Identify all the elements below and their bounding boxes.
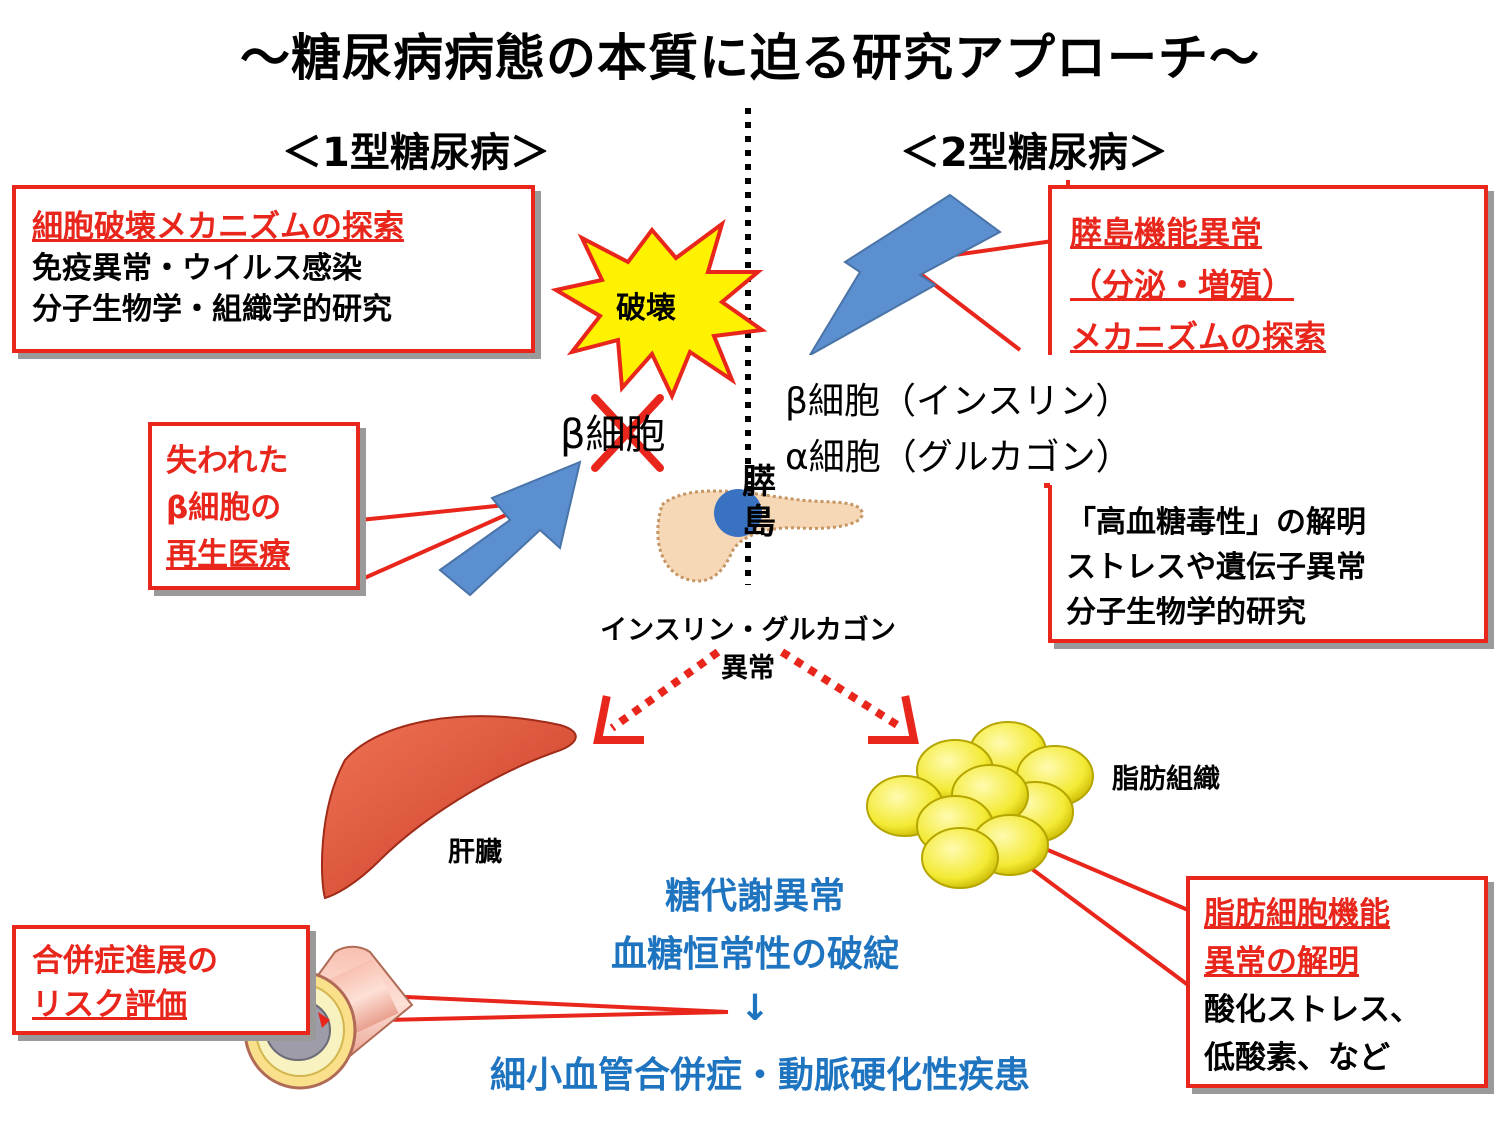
glucotoxicity-line-3: 分子生物学的研究 <box>1066 595 1306 630</box>
type1-heading: ＜1型糖尿病＞ <box>282 130 550 176</box>
arrowhead-right <box>868 695 919 744</box>
destruction-line-1: 免疫異常・ウイルス感染 <box>32 251 362 286</box>
islet-label: 膵島 <box>742 462 776 542</box>
regeneration-line-3: 再生医療 <box>166 537 290 573</box>
metabolism-line-1: 糖代謝異常 <box>664 876 845 917</box>
destruction-title: 細胞破壊メカニズムの探索 <box>32 209 404 245</box>
hormone-abnormality: インスリン・グルカゴン 異常 <box>548 612 948 688</box>
regeneration-box: 失われた β細胞の 再生医療 <box>148 422 360 590</box>
burst-label: 破壊 <box>616 291 676 326</box>
adipocyte-line-2: 異常の解明 <box>1204 944 1359 980</box>
islet-circle <box>714 489 762 537</box>
adipocyte-line-3: 酸化ストレス、 <box>1204 992 1421 1028</box>
lightning-bolt-icon <box>807 193 1002 358</box>
glucotoxicity-line-1: 「高血糖毒性」の解明 <box>1066 505 1366 540</box>
cross-mark-icon <box>591 394 664 472</box>
complication-line-1: 合併症進展の <box>32 943 218 979</box>
hormone-line-2: 異常 <box>721 653 775 684</box>
destruction-line-2: 分子生物学・組織学的研究 <box>32 292 392 327</box>
hormone-line-1: インスリン・グルカゴン <box>600 615 896 646</box>
regeneration-line-2: β細胞の <box>166 490 282 526</box>
pancreas-icon <box>656 489 864 583</box>
adipocyte-box: 脂肪細胞機能 異常の解明 酸化ストレス、 低酸素、など <box>1186 876 1488 1088</box>
adipocyte-line-4: 低酸素、など <box>1204 1040 1390 1076</box>
beta-cell-label: β細胞（インスリン） <box>785 381 1132 422</box>
islet-function-box: 膵島機能異常 （分泌・増殖） メカニズムの探索 <box>1048 185 1488 643</box>
adipose-label: 脂肪組織 <box>1112 764 1220 795</box>
arrowhead-left <box>593 695 644 744</box>
box-notch <box>1044 483 1050 488</box>
dotted-arrows <box>609 648 905 732</box>
metabolism-line-3: 細小血管合併症・動脈硬化性疾患 <box>489 1055 1030 1096</box>
burst-shape <box>550 218 768 401</box>
islet-function-line-3: メカニズムの探索 <box>1070 318 1327 356</box>
beta-cell-lost-label: β細胞 <box>560 412 666 458</box>
liver-icon <box>320 715 577 900</box>
glucotoxicity-text: 「高血糖毒性」の解明 ストレスや遺伝子異常 分子生物学的研究 <box>1066 500 1366 635</box>
destruction-mechanism-box: 細胞破壊メカニズムの探索 免疫異常・ウイルス感染 分子生物学・組織学的研究 <box>12 185 535 353</box>
adipocyte-line-1: 脂肪細胞機能 <box>1204 896 1390 932</box>
complication-line-2: リスク評価 <box>32 987 187 1023</box>
islet-function-line-2: （分泌・増殖） <box>1070 266 1295 304</box>
complication-box: 合併症進展の リスク評価 <box>12 925 310 1035</box>
regeneration-arrow-icon <box>438 460 582 597</box>
red-connectors <box>359 180 1190 1022</box>
cell-labels-area <box>760 355 1200 485</box>
metabolism-text: 糖代謝異常 血糖恒常性の破綻 ↓ <box>450 868 1060 1034</box>
type2-heading: ＜2型糖尿病＞ <box>900 130 1168 176</box>
liver-label: 肝臓 <box>448 837 502 868</box>
fat-cells-icon <box>866 721 1094 889</box>
islet-function-line-1: 膵島機能異常 <box>1070 214 1263 252</box>
page-title: ～糖尿病病態の本質に迫る研究アプローチ～ <box>240 29 1260 87</box>
alpha-cell-label: α細胞（グルカゴン） <box>785 437 1132 478</box>
metabolism-line-2: 血糖恒常性の破綻 <box>610 934 899 975</box>
glucotoxicity-line-2: ストレスや遺伝子異常 <box>1066 550 1366 585</box>
metabolism-arrow: ↓ <box>739 988 771 1029</box>
regeneration-line-1: 失われた <box>166 443 289 479</box>
